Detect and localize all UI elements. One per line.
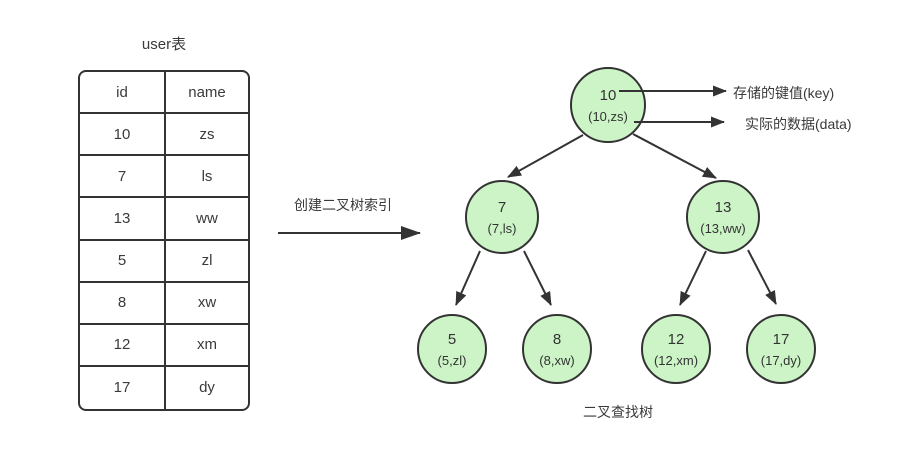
node-data: (13,ww) [700, 220, 746, 236]
edge-root-right-icon [632, 133, 717, 179]
table-cell-name: xw [166, 283, 248, 325]
user-table: id name 10 zs 7 ls 13 ww 5 zl 8 xw 12 xm… [78, 70, 250, 411]
node-data: (17,dy) [760, 352, 802, 368]
tree-node-left-right: 8 (8,xw) [522, 314, 592, 384]
node-key: 7 [497, 198, 507, 216]
table-cell-id: 12 [80, 324, 167, 367]
node-data: (8,xw) [539, 352, 575, 368]
node-data: (12,xm) [653, 352, 699, 368]
node-key: 5 [447, 330, 457, 348]
node-key: 10 [599, 86, 617, 104]
table-cell-id: 7 [80, 156, 167, 199]
node-data: (7,ls) [487, 220, 517, 236]
edge-left-lr-icon [523, 250, 552, 306]
edge-root-left-icon [507, 134, 584, 178]
table-cell-name: zl [166, 241, 248, 283]
table-cell-id: 5 [80, 240, 167, 283]
transform-arrow-label: 创建二叉树索引 [294, 197, 392, 213]
tree-node-right: 13 (13,ww) [686, 180, 760, 254]
node-key: 13 [714, 198, 732, 216]
node-key: 8 [552, 330, 562, 348]
node-data: (5,zl) [437, 352, 467, 368]
node-data: (10,zs) [588, 108, 628, 124]
table-header-name: name [166, 72, 248, 115]
edge-left-ll-icon [455, 250, 481, 306]
table-title: user表 [141, 36, 187, 53]
tree-node-left: 7 (7,ls) [465, 180, 539, 254]
table-cell-id: 8 [80, 282, 167, 325]
table-cell-id: 10 [80, 114, 167, 157]
tree-node-right-right: 17 (17,dy) [746, 314, 816, 384]
tree-node-left-left: 5 (5,zl) [417, 314, 487, 384]
tree-caption: 二叉查找树 [583, 404, 653, 420]
table-cell-id: 17 [80, 366, 167, 409]
table-cell-name: dy [199, 379, 215, 397]
node-key: 12 [667, 330, 685, 348]
table-cell-name: ww [166, 198, 248, 241]
edge-right-rl-icon [679, 250, 707, 306]
table-header-id: id [80, 72, 167, 115]
table-cell-name: xm [166, 325, 248, 367]
annotation-data-label: 实际的数据(data) [745, 116, 852, 132]
edge-right-rr-icon [747, 249, 777, 305]
tree-node-root: 10 (10,zs) [570, 67, 646, 143]
node-key: 17 [772, 330, 790, 348]
tree-node-right-left: 12 (12,xm) [641, 314, 711, 384]
annotation-key-label: 存储的键值(key) [733, 85, 835, 101]
table-cell-id: 13 [80, 198, 167, 241]
table-cell-name: zs [166, 114, 248, 157]
table-cell-name: ls [166, 156, 248, 199]
